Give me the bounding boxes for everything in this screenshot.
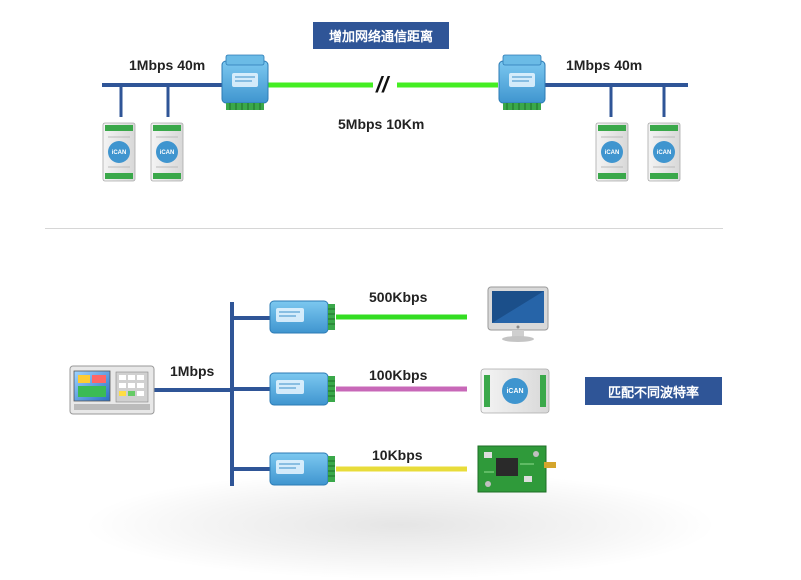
link-10kbps-label: 10Kbps	[372, 447, 423, 463]
can-bridge-module-icon	[498, 54, 546, 111]
icamn-can-node-icon	[647, 122, 681, 182]
computer-monitor-icon	[487, 286, 549, 342]
link-500kbps-label: 500Kbps	[369, 289, 428, 305]
fiber-distance-label: 5Mbps 10Km	[338, 116, 425, 132]
icamn-can-node-icon	[150, 122, 184, 182]
wireless-pcb-board-icon	[477, 445, 556, 493]
right-bus-label: 1Mbps 40m	[566, 57, 643, 73]
icamn-can-node-icon: iCAN	[480, 368, 550, 414]
break-mark: //	[374, 72, 391, 98]
section-divider	[45, 228, 723, 229]
title-tag: 增加网络通信距离	[313, 22, 449, 49]
can-bridge-module-icon	[269, 300, 336, 334]
touch-panel-plc-icon	[69, 365, 155, 415]
source-rate-label: 1Mbps	[170, 363, 215, 379]
can-bridge-module-icon	[269, 372, 336, 406]
floor-shadow	[80, 470, 720, 580]
can-bridge-module-icon	[221, 54, 269, 111]
icamn-can-node-icon	[102, 122, 136, 182]
link-100kbps-label: 100Kbps	[369, 367, 428, 383]
left-bus-label: 1Mbps 40m	[129, 57, 206, 73]
icamn-can-node-icon	[595, 122, 629, 182]
can-bridge-module-icon	[269, 452, 336, 486]
svg-text:iCAN: iCAN	[506, 388, 523, 395]
baud-match-tag: 匹配不同波特率	[585, 377, 722, 405]
